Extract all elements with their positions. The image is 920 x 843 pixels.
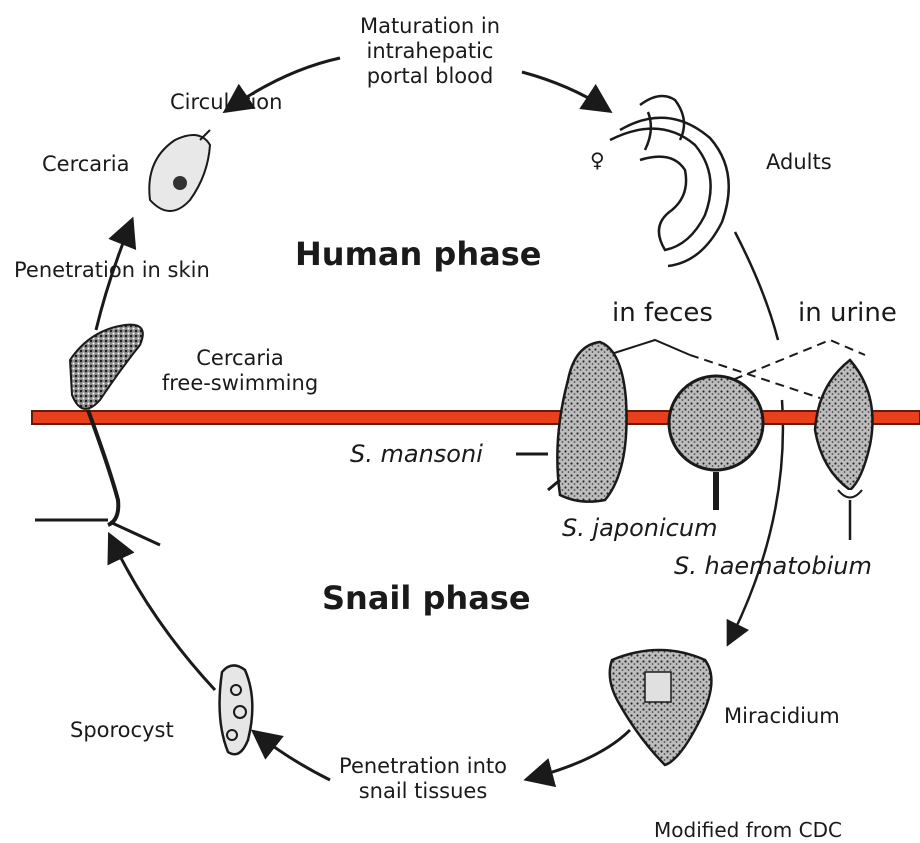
cercaria-free-swimming-label: Cercaria free-swimming	[150, 346, 330, 396]
in-feces-label: in feces	[612, 298, 713, 328]
maturation-label: Maturation in intrahepatic portal blood	[330, 14, 530, 89]
adults-label: Adults	[766, 150, 832, 175]
adult-worms-drawing	[610, 96, 729, 266]
arrow-sporocyst-upward	[112, 540, 215, 690]
in-urine-label: in urine	[798, 298, 897, 328]
sporocyst-label: Sporocyst	[70, 718, 174, 743]
s-haematobium-label: S. haematobium	[674, 552, 872, 580]
circulation-label: Circulation	[170, 90, 282, 115]
feces-pointer	[608, 340, 690, 355]
penetration-snail-label: Penetration into snail tissues	[318, 754, 528, 804]
credit-label: Modified from CDC	[654, 818, 842, 843]
s-mansoni-egg-drawing	[548, 342, 627, 502]
snail-phase-title: Snail phase	[322, 580, 531, 616]
s-japonicum-label: S. japonicum	[562, 514, 717, 542]
miracidium-drawing	[610, 650, 712, 765]
female-symbol: ♀	[590, 148, 605, 173]
arrow-adults-to-eggs	[735, 232, 778, 340]
free-swimming-cercaria-drawing	[35, 325, 160, 545]
sporocyst-drawing	[220, 665, 253, 754]
cercaria-label: Cercaria	[42, 152, 130, 177]
arrow-miracidium-to-snail	[532, 730, 630, 778]
phase-divider-line	[32, 411, 920, 424]
s-haematobium-egg-drawing	[815, 360, 873, 540]
arrow-maturation-to-adults	[522, 72, 605, 108]
cercaria-drawing	[149, 135, 210, 211]
s-japonicum-egg-drawing	[669, 376, 763, 470]
s-mansoni-label: S. mansoni	[350, 440, 483, 468]
miracidium-label: Miracidium	[724, 704, 840, 729]
penetration-skin-label: Penetration in skin	[14, 258, 210, 283]
human-phase-title: Human phase	[295, 236, 541, 272]
